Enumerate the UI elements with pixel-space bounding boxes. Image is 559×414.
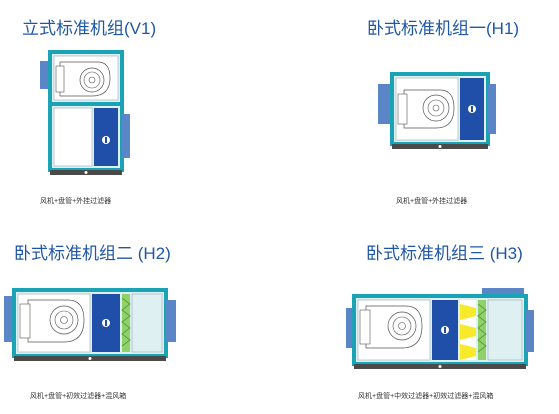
unit-title-v1: 立式标准机组(V1) [22,19,157,38]
unit-caption-h1: 风机+盘管+外挂过滤器 [396,198,468,205]
diagram-h2 [4,288,176,361]
diagram-h1 [378,72,496,149]
filter-icon [477,300,487,360]
fan-icon [19,299,85,343]
filter-icon [121,294,131,352]
coil-icon [94,108,118,166]
unit-title-h1: 卧式标准机组一(H1) [367,19,520,38]
diagram-v1 [40,50,130,175]
fan-icon [55,61,111,97]
diagram-h3 [346,288,534,369]
coil-icon [460,78,484,140]
fan-icon [359,305,423,349]
coil-icon [432,300,458,360]
unit-caption-v1: 风机+盘管+外挂过滤器 [40,198,112,205]
external-filter-icon [346,308,356,348]
fan-icon [397,89,455,129]
unit-caption-h3: 风机+盘管+中效过滤器+初效过滤器+混风箱 [358,393,494,400]
coil-icon [92,294,120,352]
unit-title-h3: 卧式标准机组三 (H3) [366,244,523,263]
unit-title-h2: 卧式标准机组二 (H2) [14,244,171,263]
bag-filter-icon [460,300,476,360]
external-filter-icon [378,84,392,124]
unit-caption-h2: 风机+盘管+初效过滤器+混风箱 [30,393,127,400]
